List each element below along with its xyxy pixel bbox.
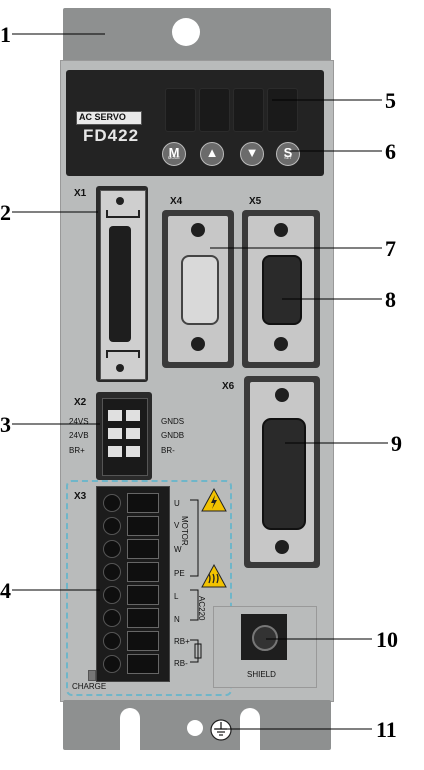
charge-label: CHARGE xyxy=(72,682,107,691)
x3-bracket-lines xyxy=(190,499,202,663)
callout-9: 9 xyxy=(391,431,402,456)
x3-terminal-slot xyxy=(127,654,159,674)
ground-hole xyxy=(187,720,203,736)
callout-6: 6 xyxy=(385,139,396,164)
x3-terminal-screw[interactable] xyxy=(103,586,121,604)
x3-terminal-rb-plus: RB+ xyxy=(174,637,190,646)
x1-latch-top xyxy=(106,210,140,218)
x3-terminal-screw[interactable] xyxy=(103,655,121,673)
port-x3-label: X3 xyxy=(74,491,87,502)
callout-1: 1 xyxy=(0,22,11,47)
x3-dashed-outline xyxy=(66,480,232,696)
bottom-slot-left xyxy=(120,708,140,758)
x2-socket-1 xyxy=(108,410,122,421)
x3-terminal-screw[interactable] xyxy=(103,517,121,535)
x3-terminal-u: U xyxy=(174,499,180,508)
x2-label-right-2: GNDB xyxy=(161,431,185,440)
x3-terminal-slot xyxy=(127,608,159,628)
x5-screw-top xyxy=(274,223,288,237)
x1-latch-bottom xyxy=(106,350,140,358)
down-button[interactable]: ▼ xyxy=(240,142,264,166)
x2-label-left-1: 24VS xyxy=(69,417,89,426)
callout-10: 10 xyxy=(376,627,398,652)
brand-text: AC SERVO xyxy=(79,112,126,122)
callout-4: 4 xyxy=(0,578,11,603)
x6-db15-socket xyxy=(262,418,306,530)
port-x6-label: X6 xyxy=(222,381,235,392)
x1-socket xyxy=(109,226,131,342)
x3-terminal-slot xyxy=(127,631,159,651)
brand-badge xyxy=(76,111,142,125)
shield-screw xyxy=(252,625,278,651)
x6-screw-bottom xyxy=(275,540,289,554)
display-digit-3 xyxy=(233,88,264,132)
x3-terminal-n: N xyxy=(174,615,180,624)
callout-11: 11 xyxy=(376,717,397,742)
x1-screw-top xyxy=(116,197,124,205)
port-x1-label: X1 xyxy=(74,188,87,199)
x2-label-right-1: GNDS xyxy=(161,417,185,426)
x3-terminal-screw[interactable] xyxy=(103,494,121,512)
x3-terminal-screw[interactable] xyxy=(103,632,121,650)
x3-terminal-slot xyxy=(127,585,159,605)
callout-2: 2 xyxy=(0,200,11,225)
shield-label: SHIELD xyxy=(247,670,276,679)
display-digit-2 xyxy=(199,88,230,132)
port-x2-label: X2 xyxy=(74,397,87,408)
x3-terminal-slot xyxy=(127,516,159,536)
mode-button[interactable]: M MODE xyxy=(162,142,186,166)
set-button[interactable]: S SET xyxy=(276,142,300,166)
x4-db9-socket xyxy=(181,255,219,325)
x3-terminal-w: W xyxy=(174,545,182,554)
x3-terminal-rb-minus: RB- xyxy=(174,659,188,668)
x6-screw-top xyxy=(275,388,289,402)
charge-indicator-led xyxy=(88,670,96,681)
x3-terminal-slot xyxy=(127,493,159,513)
high-voltage-warning-icon xyxy=(201,488,227,512)
x3-terminal-screw[interactable] xyxy=(103,540,121,558)
x3-terminal-slot xyxy=(127,539,159,559)
callout-8: 8 xyxy=(385,287,396,312)
x3-terminal-slot xyxy=(127,562,159,582)
port-x5-label: X5 xyxy=(249,196,262,207)
x3-terminal-screw[interactable] xyxy=(103,609,121,627)
x5-db9-socket xyxy=(262,255,302,325)
x2-label-right-3: BR- xyxy=(161,446,175,455)
mounting-hole-top xyxy=(172,18,200,46)
x3-terminal-v: V xyxy=(174,521,180,530)
x5-screw-bottom xyxy=(274,337,288,351)
display-digit-4 xyxy=(267,88,298,132)
x2-socket-2 xyxy=(126,410,140,421)
callout-7: 7 xyxy=(385,236,396,261)
port-x4-label: X4 xyxy=(170,196,183,207)
model-text: FD422 xyxy=(83,126,140,145)
callout-3: 3 xyxy=(0,412,11,437)
x2-socket-3 xyxy=(108,428,122,439)
x3-terminal-l: L xyxy=(174,592,179,601)
x4-screw-top xyxy=(191,223,205,237)
callout-5: 5 xyxy=(385,88,396,113)
x2-socket-4 xyxy=(126,428,140,439)
x3-terminal-pe: PE xyxy=(174,569,185,578)
x2-socket-6 xyxy=(126,446,140,457)
x2-socket-5 xyxy=(108,446,122,457)
x4-screw-bottom xyxy=(191,337,205,351)
x1-screw-bottom xyxy=(116,364,124,372)
x2-label-left-2: 24VB xyxy=(69,431,89,440)
bottom-slot-right xyxy=(240,708,260,758)
hot-surface-warning-icon xyxy=(201,564,227,588)
up-button[interactable]: ▲ xyxy=(200,142,224,166)
display-digit-1 xyxy=(165,88,196,132)
x2-label-left-3: BR+ xyxy=(69,446,85,455)
x3-terminal-screw[interactable] xyxy=(103,563,121,581)
